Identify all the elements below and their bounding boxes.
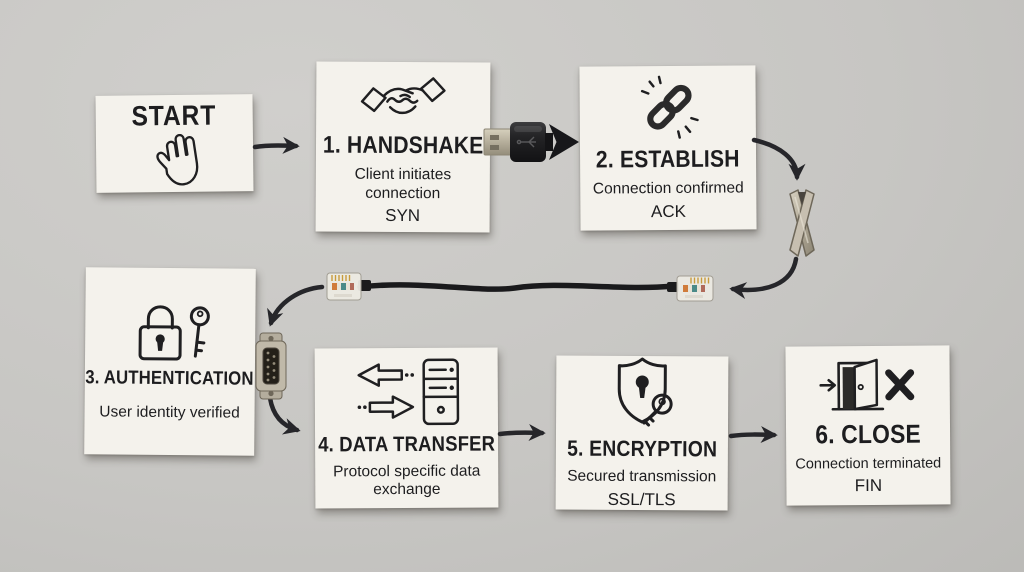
usb-plug-arrow — [483, 122, 579, 162]
card-start-title: START — [131, 99, 217, 131]
arrow-start-to-handshake — [252, 136, 300, 154]
arrow-establish-to-clip — [751, 137, 806, 181]
card-close-tag: FIN — [854, 475, 883, 496]
card-handshake-tag: SYN — [385, 205, 421, 225]
rj45-connector-right — [667, 275, 714, 302]
card-establish: 2. ESTABLISH Connection confirmed ACK — [579, 65, 757, 231]
card-close-title: 6. CLOSE — [815, 418, 921, 450]
card-start: START — [95, 94, 254, 193]
arrow-encryption-to-close — [728, 426, 778, 444]
card-data-transfer: 4. DATA TRANSFER Protocol specific data … — [314, 347, 499, 509]
card-establish-title: 2. ESTABLISH — [596, 145, 741, 174]
card-close-desc: Connection terminated — [795, 455, 942, 473]
card-data-transfer-desc: Protocol specific data exchange — [333, 462, 481, 499]
card-data-transfer-title: 4. DATA TRANSFER — [318, 432, 496, 457]
metal-clip — [789, 189, 815, 257]
card-handshake-title: 1. HANDSHAKE — [322, 131, 484, 160]
door-exit-icon — [819, 358, 915, 411]
card-establish-desc: Connection confirmed — [592, 179, 744, 198]
card-authentication-desc: User identity verified — [99, 403, 240, 423]
card-handshake-desc: Client initiates connection — [354, 166, 452, 202]
arrow-serial-to-data-transfer — [267, 395, 301, 435]
card-authentication-title: 3. AUTHENTICATION — [85, 367, 255, 391]
transfer-arrows-server-icon — [356, 358, 459, 426]
card-establish-tag: ACK — [650, 201, 686, 221]
card-encryption-tag: SSL/TLS — [607, 489, 676, 509]
arrow-cable-to-serial — [267, 284, 325, 327]
rj45-connector-left — [326, 272, 371, 301]
card-handshake: 1. HANDSHAKE Client initiates connection… — [315, 61, 491, 233]
card-encryption-title: 5. ENCRYPTION — [566, 436, 717, 462]
handshake-icon — [360, 77, 446, 115]
card-close: 6. CLOSE Connection terminated FIN — [785, 345, 951, 506]
card-encryption: 5. ENCRYPTION Secured transmission SSL/T… — [555, 355, 729, 511]
shield-keyhole-key-icon — [617, 357, 673, 427]
hand-icon — [155, 133, 198, 186]
arrow-data-transfer-to-encryption — [497, 423, 546, 441]
card-authentication: 3. AUTHENTICATION User identity verified — [84, 267, 256, 456]
arrow-clip-to-cable — [729, 256, 799, 300]
chain-link-icon — [640, 76, 699, 140]
card-encryption-desc: Secured transmission — [567, 468, 717, 486]
ethernet-cable — [326, 272, 714, 302]
serial-connector — [255, 332, 287, 400]
lock-and-key-icon — [138, 305, 210, 361]
